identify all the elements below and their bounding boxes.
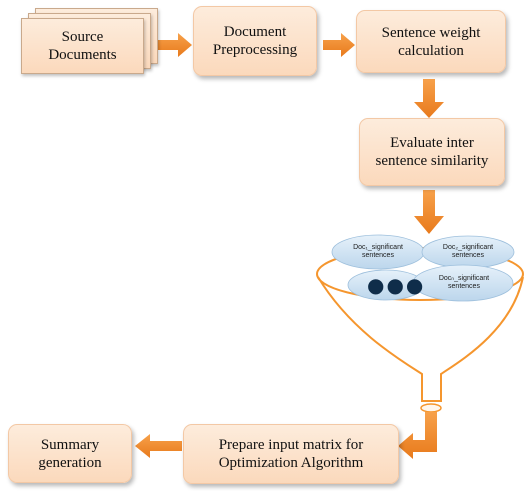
- arrow-weight-to-similarity: [414, 79, 444, 118]
- prepare-input-matrix-box: Prepare input matrix for Optimization Al…: [183, 424, 399, 484]
- source-documents-label: Source Documents: [48, 29, 117, 63]
- summary-generation-box: Summary generation: [8, 424, 132, 483]
- arrow-funnel-to-matrix: [398, 412, 437, 459]
- arrow-preprocessing-to-weight: [323, 33, 355, 57]
- arrow-similarity-to-funnel: [414, 190, 444, 234]
- arrow-source-to-preprocessing: [157, 33, 192, 57]
- source-documents-box: Source Documents: [21, 18, 144, 74]
- ellipsis-dots: ●●●: [367, 273, 426, 297]
- inter-sentence-similarity-box: Evaluate inter sentence similarity: [359, 118, 505, 186]
- sentence-weight-box: Sentence weight calculation: [356, 10, 506, 73]
- arrow-matrix-to-summary: [135, 434, 182, 458]
- inter-sentence-similarity-label: Evaluate inter sentence similarity: [375, 135, 489, 169]
- sentence-weight-label: Sentence weight calculation: [381, 24, 481, 59]
- document-preprocessing-label: Document Preprocessing: [212, 24, 298, 58]
- docn-ellipse: [412, 264, 514, 302]
- doc1-significant-sentences-label: Doc₁_significant sentences: [353, 244, 403, 259]
- document-preprocessing-box: Document Preprocessing: [193, 6, 317, 76]
- summary-generation-label: Summary generation: [38, 436, 102, 471]
- docn-significant-sentences-label: Docₙ_significant sentences: [438, 275, 490, 290]
- prepare-input-matrix-label: Prepare input matrix for Optimization Al…: [218, 437, 364, 471]
- doc2-significant-sentences-label: Doc₂_significant sentences: [442, 244, 494, 259]
